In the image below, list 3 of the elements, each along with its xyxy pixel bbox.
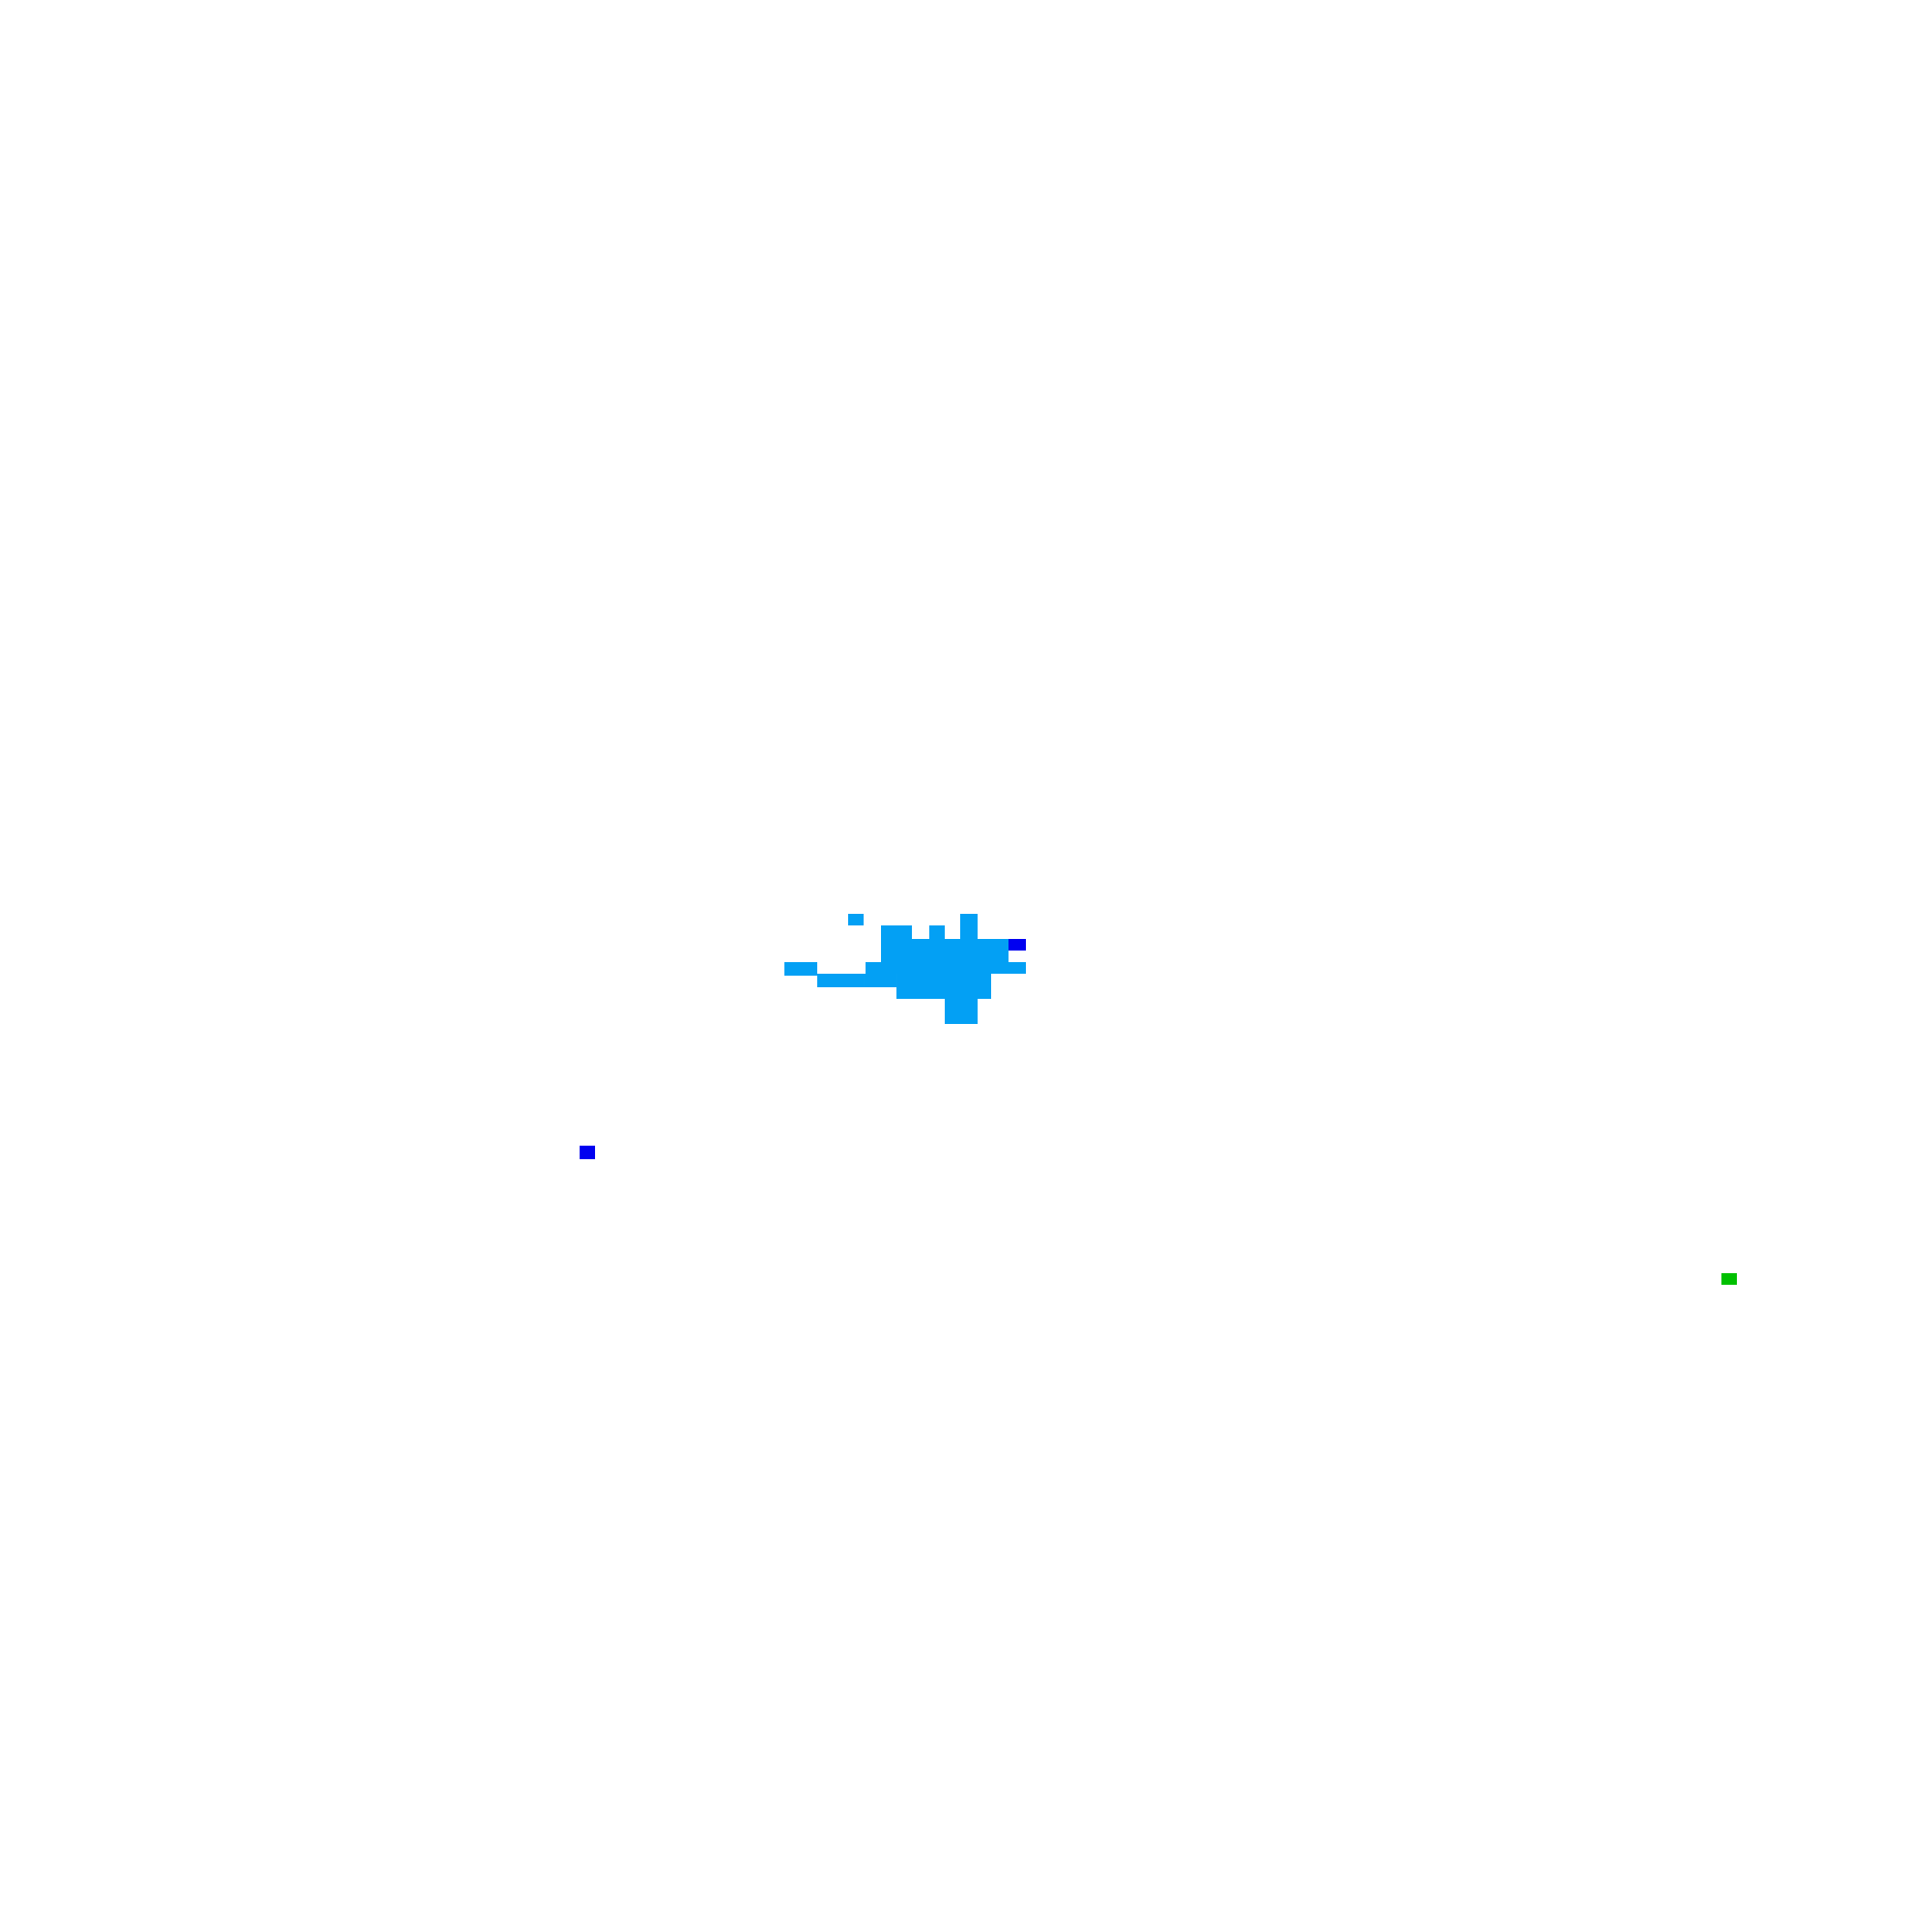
- pixel-square: [580, 1146, 595, 1159]
- pixel-square: [1721, 1273, 1738, 1285]
- pixel-blob-drawing: [784, 914, 1026, 1024]
